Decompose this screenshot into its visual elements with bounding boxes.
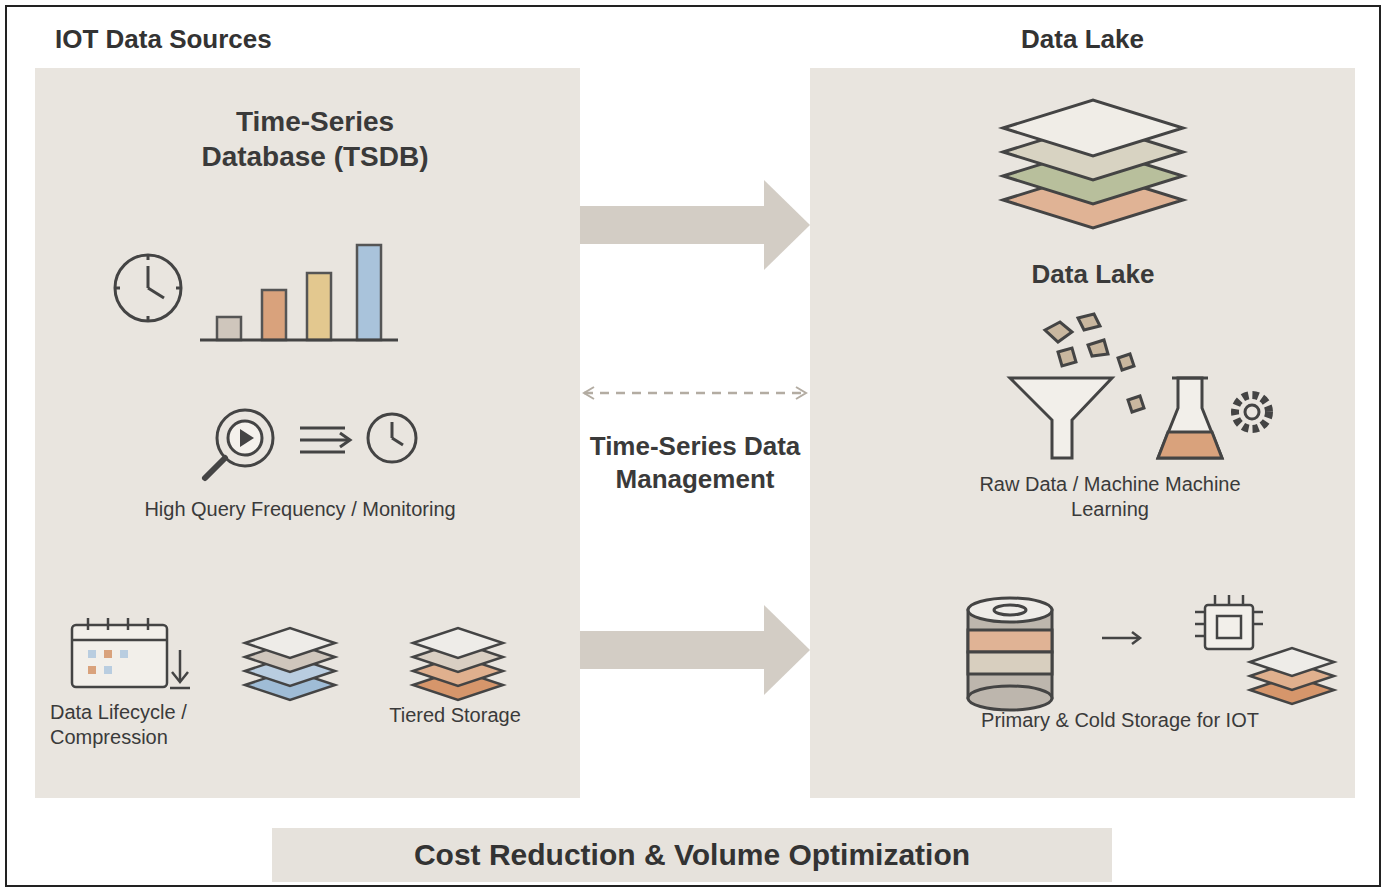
section-title: Data Lake (993, 258, 1193, 291)
layers-icon (245, 628, 335, 700)
flask-icon (1158, 378, 1222, 458)
layers-icon (413, 628, 503, 700)
calendar-icon (72, 618, 190, 688)
panel-heading: Data Lake (1021, 24, 1144, 55)
monitoring-icon (205, 410, 416, 478)
database-icon (968, 598, 1052, 710)
chip-icon (1195, 595, 1334, 704)
feature-label: Data Lifecycle / Compression (50, 700, 250, 750)
dashed-arrow (584, 392, 806, 395)
bar-chart-icon (200, 245, 398, 340)
section-title: Time-Series Database (TSDB) (195, 104, 435, 174)
funnel-icon (1010, 314, 1144, 458)
summary-box: Cost Reduction & Volume Optimization (272, 828, 1112, 882)
data-lake-panel: Data Lake (810, 68, 1355, 798)
arrow-icon (1102, 632, 1140, 644)
panel-heading: IOT Data Sources (55, 24, 272, 55)
feature-label: Primary & Cold Storage for IOT (965, 708, 1275, 733)
flow-arrow (580, 631, 764, 669)
edge-label: Time-Series Data Management (530, 430, 860, 495)
clock-icon (115, 255, 181, 321)
feature-label: Raw Data / Machine Machine Learning (955, 472, 1265, 522)
source-panel: IOT Data Sources (35, 68, 580, 798)
feature-label: Tiered Storage (340, 703, 570, 728)
feature-label: High Query Frequency / Monitoring (120, 497, 480, 522)
summary-text: Cost Reduction & Volume Optimization (414, 838, 970, 872)
outer-frame (6, 6, 1380, 886)
gear-icon (1235, 395, 1269, 429)
data-lake-layers (1003, 100, 1183, 228)
flow-arrow (580, 206, 764, 244)
